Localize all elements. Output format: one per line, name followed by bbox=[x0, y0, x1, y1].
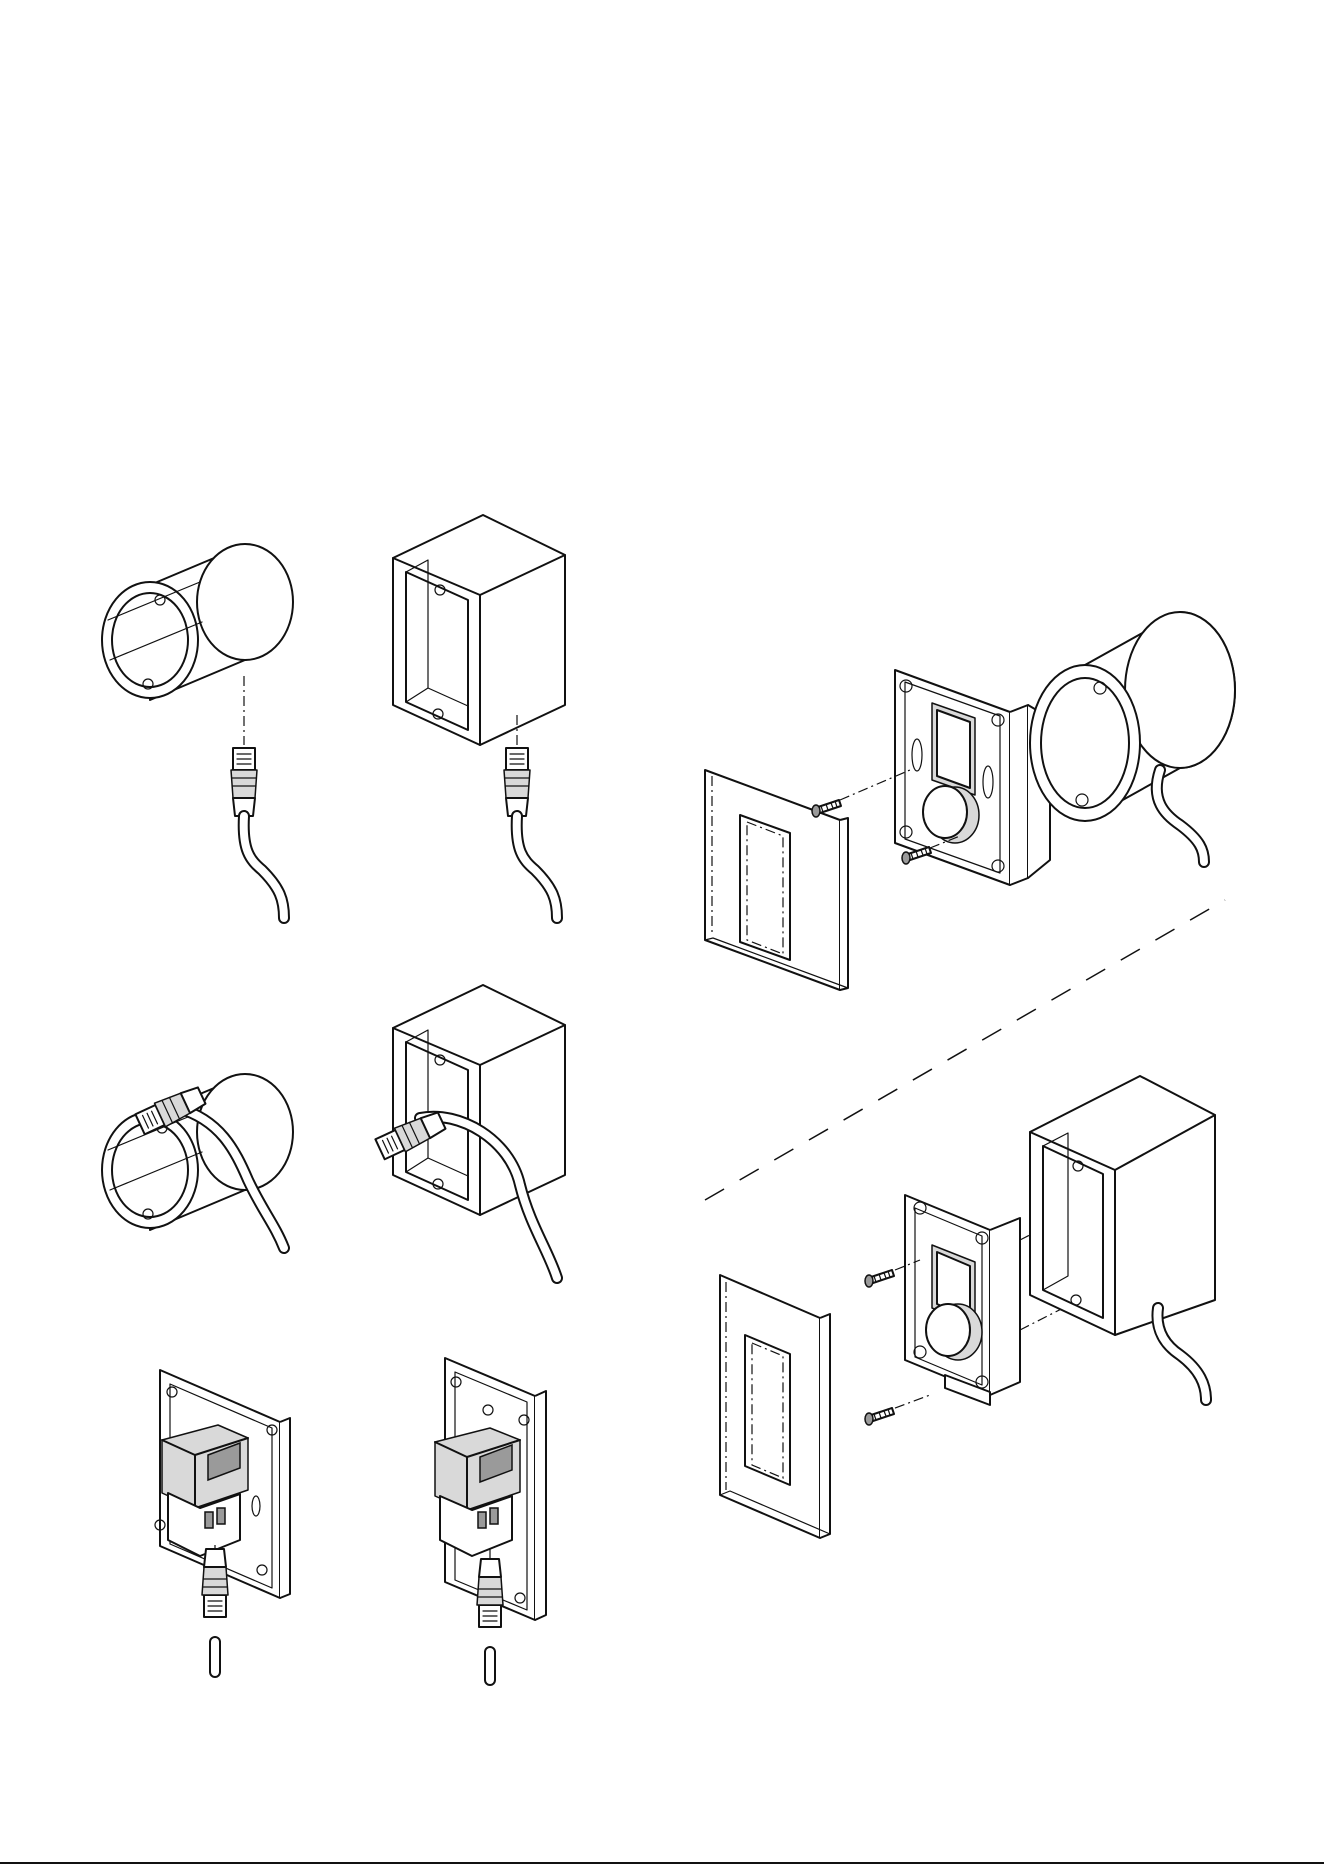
knob-icon bbox=[926, 1304, 982, 1360]
cover-frame-icon bbox=[720, 1275, 830, 1538]
rectangular-backbox-icon bbox=[393, 985, 565, 1215]
round-backbox-icon bbox=[1030, 612, 1235, 821]
screw-icon bbox=[865, 1408, 894, 1425]
figure-square-box-cable-through bbox=[375, 985, 565, 1278]
figure-us-exploded-assembly bbox=[720, 1076, 1215, 1538]
cable-icon bbox=[1157, 1308, 1206, 1400]
rectangular-backbox-icon bbox=[1030, 1076, 1215, 1335]
cable-icon bbox=[517, 816, 557, 918]
rj45-plug-icon bbox=[231, 748, 257, 816]
rectangular-backbox-icon bbox=[393, 515, 565, 745]
rj45-plug-icon bbox=[202, 1549, 228, 1617]
figure-eu-module-rear-connection bbox=[155, 1370, 290, 1672]
figure-round-box-cable-exit bbox=[102, 544, 293, 918]
cable-icon bbox=[1157, 770, 1204, 862]
screw-icon bbox=[865, 1270, 894, 1287]
cover-frame-icon bbox=[705, 770, 848, 990]
cable-icon bbox=[244, 816, 284, 918]
round-backbox-icon bbox=[102, 544, 293, 700]
module-housing-icon bbox=[162, 1425, 248, 1556]
page-bottom-rule bbox=[0, 1862, 1324, 1864]
figure-square-box-cable-exit bbox=[393, 515, 565, 918]
control-module-icon bbox=[905, 1195, 1020, 1405]
alignment-line bbox=[895, 1395, 930, 1408]
figure-round-box-cable-through bbox=[102, 1074, 293, 1248]
rj45-plug-icon bbox=[504, 748, 530, 816]
figure-eu-exploded-assembly bbox=[705, 612, 1235, 990]
rj45-plug-icon bbox=[477, 1559, 503, 1627]
figure-us-module-rear-connection bbox=[435, 1358, 546, 1680]
module-housing-icon bbox=[435, 1428, 520, 1556]
